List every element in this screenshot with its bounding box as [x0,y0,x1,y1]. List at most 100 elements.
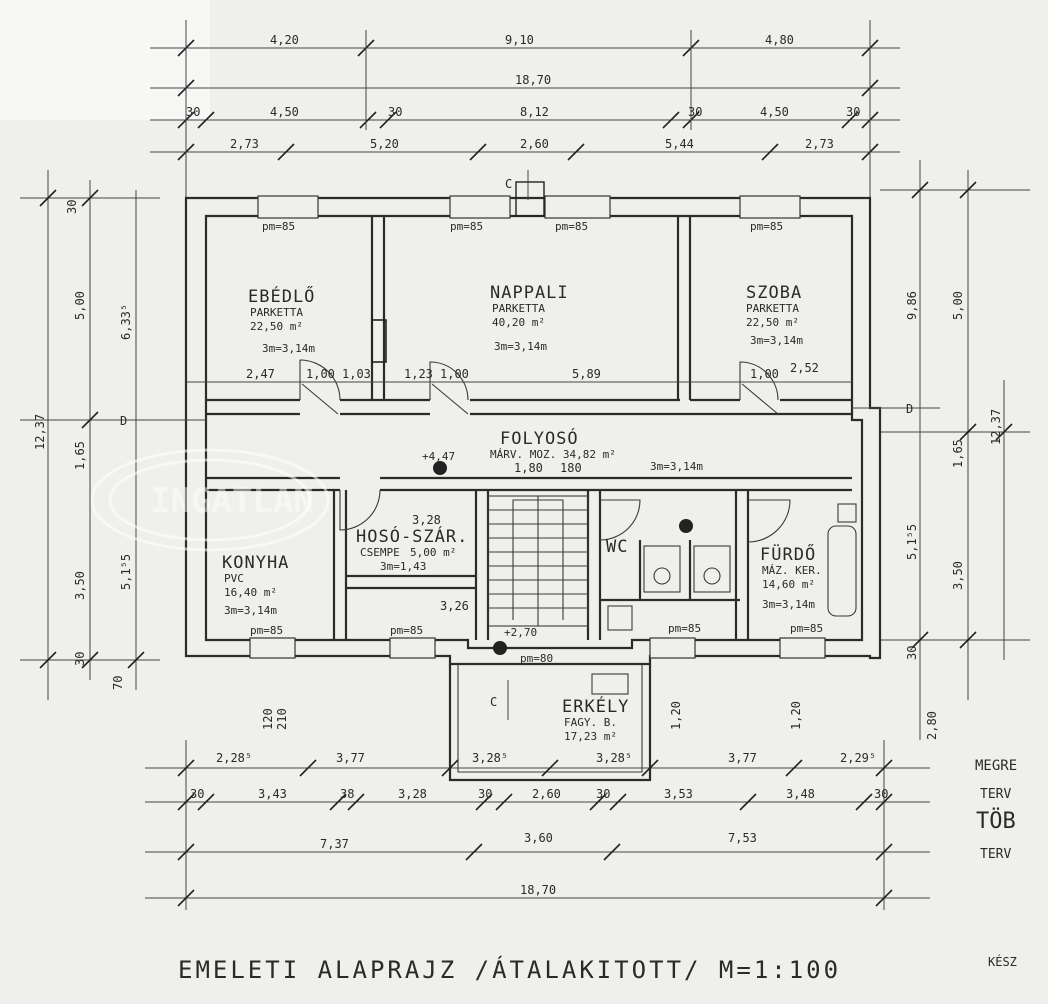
room-area-ebedlo: 22,50 m² [250,320,303,333]
dim-inner-e: 1,00 [440,367,469,381]
dim-right-a: 5,00 [951,291,965,320]
room-ebedlo: EBÉDLŐ PARKETTA 22,50 m² 3m=3,14m pm=85 [248,220,315,355]
dim-inner-n: 1,20 [789,701,803,730]
room-konyha: KONYHA PVC 16,40 m² 3m=3,14m pm=85 [222,553,289,637]
dim-top-3e: 30 [688,105,702,119]
section-c-top: C [505,177,512,191]
dim-inner-f: 5,89 [572,367,601,381]
room-name-erkely: ERKÉLY [562,695,629,717]
dim-bot-1d: 3,28⁵ [596,751,632,765]
room-name-szoba: SZOBA [746,283,802,303]
paper-glare [0,0,210,120]
dim-top-3b: 4,50 [270,105,299,119]
wc-fixture-1 [643,545,681,593]
dim-left-e: 1,65 [73,441,87,470]
watermark-text: INGATLAN [150,481,314,521]
room-hoszo: HOSÓ-SZÁR. CSEMPE 5,00 m² 3m=1,43 pm=85 [356,525,468,637]
dim-left-b: 5,00 [73,291,87,320]
room-erkely: ERKÉLY FAGY. B. 17,23 m² [562,695,629,743]
room-name-nappali: NAPPALI [490,283,569,303]
radiator-symbol-1 [433,461,447,475]
dim-right-h: 30 [905,646,919,660]
dim-top-3c: 30 [388,105,402,119]
dim-bot-2d: 3,28 [398,787,427,801]
room-floor-hoszo: CSEMPE [360,546,400,559]
dim-top-3g: 30 [846,105,860,119]
dim-top-4c: 2,60 [520,137,549,151]
room-height-ebedlo: 3m=3,14m [262,342,315,355]
room-szoba: SZOBA PARKETTA 22,50 m² 3m=3,14m pm=85 [746,220,803,347]
dim-inner-m: 1,20 [669,701,683,730]
section-d-right: D [906,402,913,416]
level-stair: +2,70 [504,626,537,639]
dim-inner-h: 1,00 [750,367,779,381]
dim-inner-g: 2,52 [790,361,819,375]
corner-tob: TÖB [976,808,1016,834]
dim-right-g: 2,80 [925,711,939,740]
dim-top-3d: 8,12 [520,105,549,119]
pm-szoba: pm=85 [750,220,783,233]
room-floor-nappali: PARKETTA [492,302,545,315]
room-area-nappali: 40,20 m² [492,316,545,329]
dim-left-a: 30 [65,200,79,214]
section-markers: D D C C [104,170,940,720]
dim-inner-l: 210 [275,708,289,730]
top-dimension-labels: 4,20 9,10 4,80 18,70 30 4,50 30 8,12 30 … [186,33,860,151]
room-floor-szoba: PARKETTA [746,302,799,315]
dim-bot-3c: 7,53 [728,831,757,845]
section-c-bottom: C [490,695,497,709]
room-area-erkely: 17,23 m² [564,730,617,743]
dim-top-4b: 5,20 [370,137,399,151]
pm-nappali-2: pm=85 [555,220,588,233]
dim-left-c: 6,33⁵ [119,304,133,340]
room-height-nappali: 3m=3,14m [494,340,547,353]
dim-bot-1f: 2,29⁵ [840,751,876,765]
room-height-folyoso: 3m=3,14m [650,460,703,473]
room-name-konyha: KONYHA [222,553,289,573]
dim-left-g: 5,1⁵5 [119,554,133,590]
dim-bot-3b: 3,60 [524,831,553,845]
dim-top-4e: 2,73 [805,137,834,151]
section-d-left: D [120,414,127,428]
room-name-ebedlo: EBÉDLŐ [248,285,315,307]
top-dimensions [150,20,900,200]
left-dimension-labels: 30 5,00 6,33⁵ 12,37 1,65 3,50 5,1⁵5 30 7… [33,200,133,690]
dim-bot-1c: 3,28⁵ [472,751,508,765]
toilet-bowl [653,567,671,585]
dim-right-e: 5,1⁵5 [905,524,919,560]
room-floor-erkely: FAGY. B. [564,716,617,729]
inner-dimensions: 2,47 1,00 1,03 1,23 1,00 5,89 2,52 1,00 … [186,361,852,730]
room-name-hoszo: HOSÓ-SZÁR. [356,525,468,547]
room-floor-furdo: MÁZ. KER. [762,564,822,577]
room-height-szoba: 3m=3,14m [750,334,803,347]
room-floor-folyoso: MÁRV. MOZ. 34,82 m² [490,448,616,461]
pm-furdo-2: pm=85 [790,622,823,635]
dim-left-i: 70 [111,676,125,690]
dim-inner-o: 1,80 [514,461,543,475]
dim-bot-1b: 3,77 [336,751,365,765]
corner-kesz: KÉSZ [988,954,1017,969]
drawing-title: EMELETI ALAPRAJZ /ÁTALAKITOTT/ M=1:100 [178,955,841,984]
dim-bot-2h: 3,53 [664,787,693,801]
building-walls [184,181,882,782]
dim-top-4d: 5,44 [665,137,694,151]
dim-inner-k: 120 [261,708,275,730]
dim-bot-2c: 38 [340,787,354,801]
door-swing-4 [339,489,381,531]
pm-stair: pm=80 [520,652,553,665]
pm-nappali-1: pm=85 [450,220,483,233]
dim-top-1b: 9,10 [505,33,534,47]
staircase [487,495,589,627]
room-name-wc: WC [606,537,628,557]
dim-bot-2j: 30 [874,787,888,801]
sink-bowl [703,567,721,585]
dim-right-d: 1,65 [951,439,965,468]
right-dimension-labels: 5,00 9,86 12,37 1,65 5,1⁵5 3,50 2,80 30 [905,291,1003,740]
dim-inner-c: 1,03 [342,367,371,381]
title-block-corner: MEGRE TERV TÖB TERV KÉSZ [975,758,1017,969]
door-swing-3 [739,361,779,401]
room-nappali: NAPPALI PARKETTA 40,20 m² 3m=3,14m pm=85… [450,220,588,353]
room-floor-ebedlo: PARKETTA [250,306,303,319]
room-height-furdo: 3m=3,14m [762,598,815,611]
